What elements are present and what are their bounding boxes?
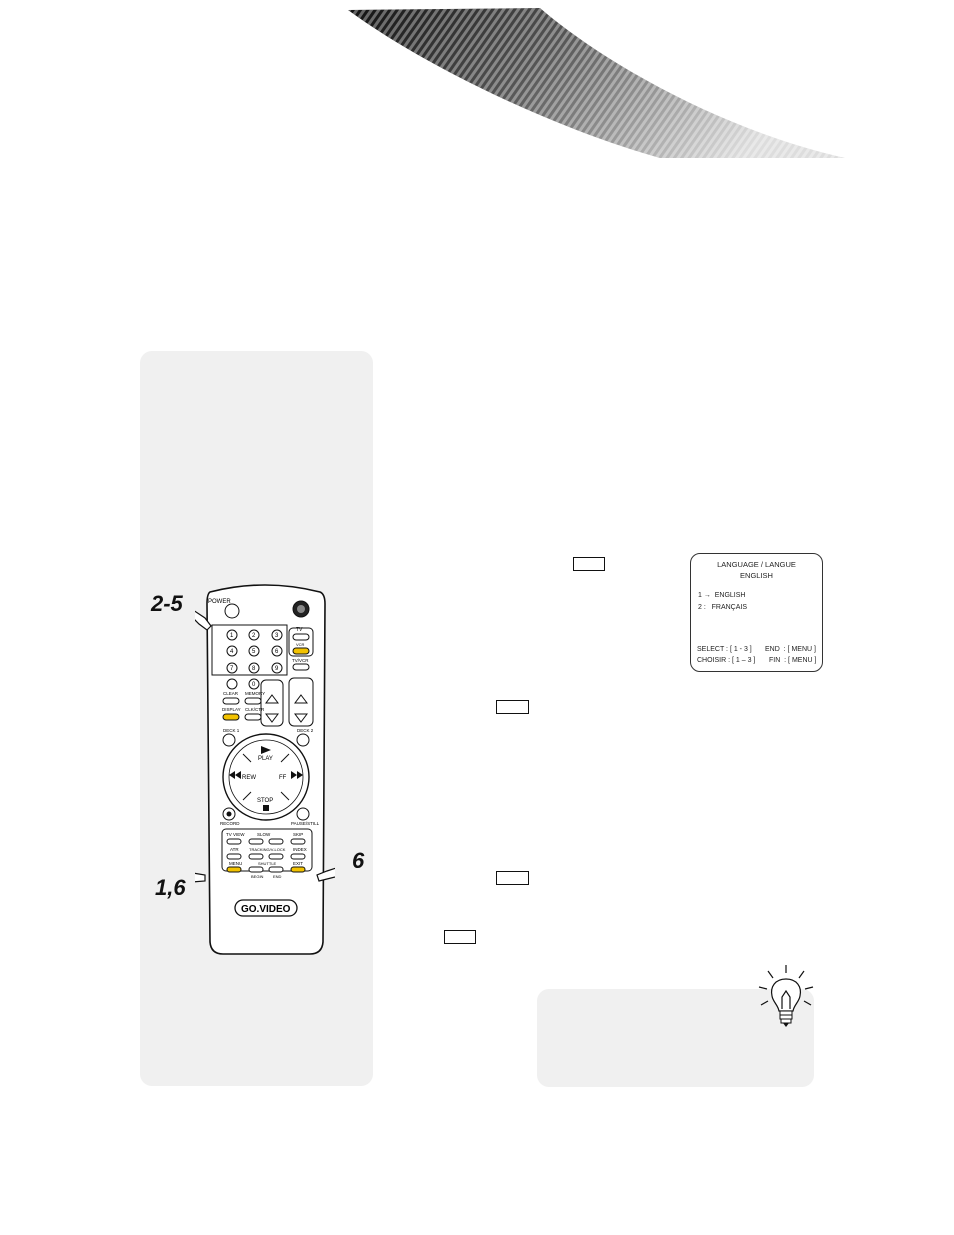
osd-title: LANGUAGE / LANGUE — [717, 560, 796, 569]
step-label-1-6: 1,6 — [155, 875, 186, 900]
tip-panel — [537, 989, 814, 1087]
step-label-6: 6 — [352, 848, 365, 873]
header-swoosh — [348, 8, 845, 158]
power-button — [224, 603, 240, 619]
rew-label: REW — [242, 775, 256, 781]
clkctr-label: CLK/CTR — [245, 707, 265, 712]
exit-label: EXIT — [293, 861, 303, 866]
osd-current-language: ENGLISH — [740, 571, 773, 580]
number-keypad: 1 2 3 4 5 6 7 8 9 0 — [226, 629, 283, 690]
key-1: 1 — [230, 633, 234, 639]
deck1-label: DECK 1 — [223, 728, 240, 733]
tvvcr-label: TV/VCR — [292, 658, 309, 663]
memory-label: MEMORY — [245, 691, 265, 696]
key-0: 0 — [252, 682, 256, 688]
key-9: 9 — [275, 666, 279, 672]
key-8: 8 — [252, 666, 256, 672]
ff-label: FF — [279, 775, 287, 781]
key-3: 3 — [275, 633, 279, 639]
menu-key-box — [496, 871, 529, 885]
brand-badge — [234, 899, 298, 917]
play-label: PLAY — [258, 756, 273, 762]
end-label: END — [273, 874, 282, 879]
record-label: RECORD — [220, 821, 240, 826]
atr-label: ATR — [230, 847, 239, 852]
begin-label: BEGIN — [251, 874, 264, 879]
language-osd-screen: LANGUAGE / LANGUE ENGLISH 1 → ENGLISH 2 … — [690, 553, 823, 672]
key-4: 4 — [230, 649, 234, 655]
key-2: 2 — [252, 633, 256, 639]
menu-key-box — [496, 700, 529, 714]
shuttle-label: SHUTTLE — [258, 861, 277, 866]
osd-end-hint: END : [ MENU ] — [765, 646, 816, 653]
menu-key-box — [444, 930, 476, 944]
display-label: DISPLAY — [222, 707, 241, 712]
remote-control-illustration: POWER 1 2 3 4 5 6 7 8 9 0 TV VCR TV/VCR … — [195, 584, 335, 955]
osd-option-francais: 2 : FRANÇAIS — [698, 604, 748, 611]
tvview-label: TV VIEW — [226, 832, 245, 837]
key-7: 7 — [230, 666, 234, 672]
osd-option-english: 1 → ENGLISH — [698, 592, 746, 599]
deck2-label: DECK 2 — [297, 728, 314, 733]
osd-select-hint: SELECT : [ 1 - 3 ] — [697, 646, 752, 653]
vcr-label: VCR — [296, 642, 305, 647]
tv-label: TV — [296, 627, 303, 633]
osd-choisir-hint: CHOISIR : [ 1 – 3 ] — [697, 657, 756, 664]
brand-logo: GO.VIDEO — [241, 904, 291, 915]
index-label: INDEX — [293, 847, 307, 852]
step-label-2-5: 2-5 — [151, 591, 183, 616]
menu-key-box — [573, 557, 605, 571]
osd-fin-hint: FIN : [ MENU ] — [769, 657, 817, 664]
stop-label: STOP — [257, 798, 273, 804]
exit-button — [290, 866, 306, 873]
pause-label: PAUSE/STILL — [291, 821, 320, 826]
key-5: 5 — [252, 649, 256, 655]
tv-button — [292, 633, 310, 641]
key-6: 6 — [275, 649, 279, 655]
vcr-button — [292, 647, 310, 655]
hand-pointer-icon — [195, 610, 335, 883]
menu-label: MENU — [229, 861, 242, 866]
skip-label: SKIP — [293, 832, 303, 837]
tracking-label: TRACKING/V-LOCK — [249, 847, 286, 852]
menu-button — [226, 866, 242, 873]
clear-label: CLEAR — [223, 691, 239, 696]
power-label: POWER — [208, 599, 231, 605]
lightbulb-icon — [758, 965, 814, 1027]
slow-label: SLOW — [257, 832, 271, 837]
